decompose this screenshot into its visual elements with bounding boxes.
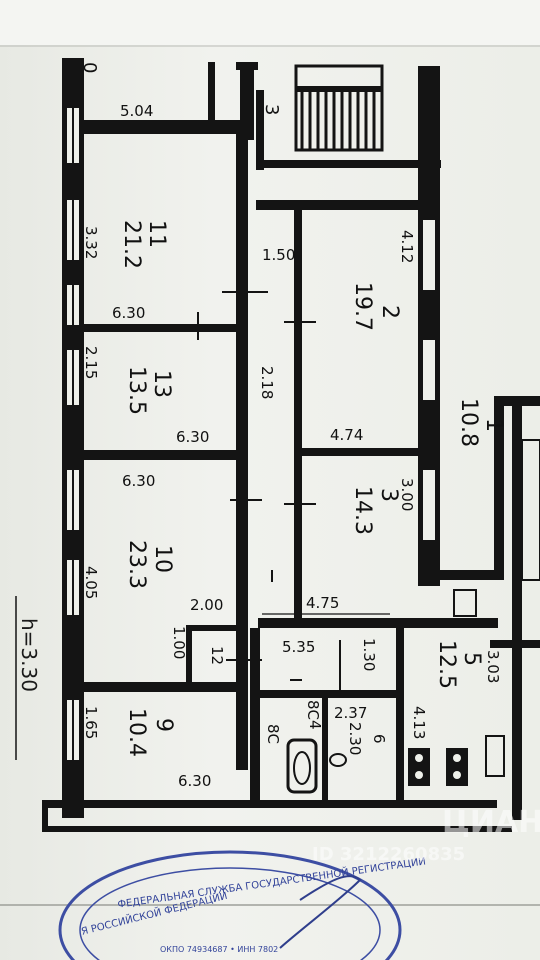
room-6-area: 2.30 [346,722,364,755]
room-11-area: 21.2 [119,220,144,269]
dim-5-35: 5.35 [282,638,315,656]
room-12-number: 12 [208,646,226,665]
dim-1-65: 1.65 [82,706,100,739]
room-2-area: 19.7 [350,282,375,331]
dim-4-12: 4.12 [398,230,416,263]
stamp-line-3: ОКПО 74934687 • ИНН 7802 [160,945,278,954]
room-3-area: 14.3 [350,486,375,535]
dim-8c-b: 8C [304,700,322,720]
bottom-wall [42,800,497,808]
dim-6-30-d: 6.30 [178,772,211,790]
room-13-number: 13 [149,370,174,398]
dim-6-30-c: 6.30 [122,472,155,490]
dim-3-00: 3.00 [398,478,416,511]
dim-6-30-b: 6.30 [176,428,209,446]
room-5-number: 5 [459,652,484,666]
top-walls [82,62,441,586]
kitchen-stove-2 [446,748,468,786]
bottom-outer-wall [42,826,512,832]
neighbor-stair [521,439,540,581]
room-9-area: 10.4 [124,708,149,757]
bathtub [286,738,318,794]
room-6-number: 6 [370,734,388,744]
room-4-number: 4 [306,720,324,730]
kitchen-stove [408,748,430,786]
room-13-area: 13.5 [124,366,149,415]
staircase [294,64,384,152]
room-2-number: 2 [377,305,402,319]
dim-4-75: 4.75 [306,594,339,612]
corner-mark-a: 0 [79,62,100,73]
corner-mark-b: 3 [261,104,282,115]
dim-2-18: 2.18 [258,366,276,399]
dim-4-05: 4.05 [82,566,100,599]
dim-1-50: 1.50 [262,246,295,264]
dim-5-04: 5.04 [120,102,153,120]
dim-1-30: 1.30 [360,638,378,671]
room-1-area: 10.8 [456,398,481,447]
toilet [329,753,347,767]
room-9-number: 9 [151,718,176,732]
dim-3-32: 3.32 [82,226,100,259]
watermark-brand: ЦИАН [442,805,540,840]
dim-4-74: 4.74 [330,426,363,444]
watermark: ЦИАН ID 3212260835 [312,805,540,865]
dimension-lines [84,125,390,687]
room-11-number: 11 [144,220,169,248]
watermark-id: ID 3212260835 [312,844,465,865]
room-1-number: 1 [481,418,506,432]
room-10-area: 23.3 [124,540,149,589]
room-3-number: 3 [376,488,401,502]
dim-4-13: 4.13 [410,706,428,739]
paper-top-margin [0,0,540,45]
ceiling-height-note: h=3.30 [15,596,41,760]
registration-stamp: ФЕДЕРАЛЬНАЯ СЛУЖБА ГОСУДАРСТВЕННОЙ РЕГИС… [58,850,427,960]
signature-mark [279,875,362,949]
room-10-number: 10 [150,545,175,573]
door-marks [197,268,341,690]
interior-walls [82,130,540,820]
dim-1-00: 1.00 [170,626,188,659]
dim-6-30-a: 6.30 [112,304,145,322]
ventilation-shaft [453,589,477,617]
dim-8c-a: 8C [264,724,282,744]
dim-2-15: 2.15 [82,346,100,379]
room-5-area: 12.5 [434,640,459,689]
dim-3-03: 3.03 [484,650,502,683]
dim-2-37: 2.37 [334,704,367,722]
exterior-walls [42,58,512,832]
kitchen-sink [485,735,505,777]
ceiling-height-label: h=3.30 [17,618,41,692]
dim-2-00: 2.00 [190,596,223,614]
